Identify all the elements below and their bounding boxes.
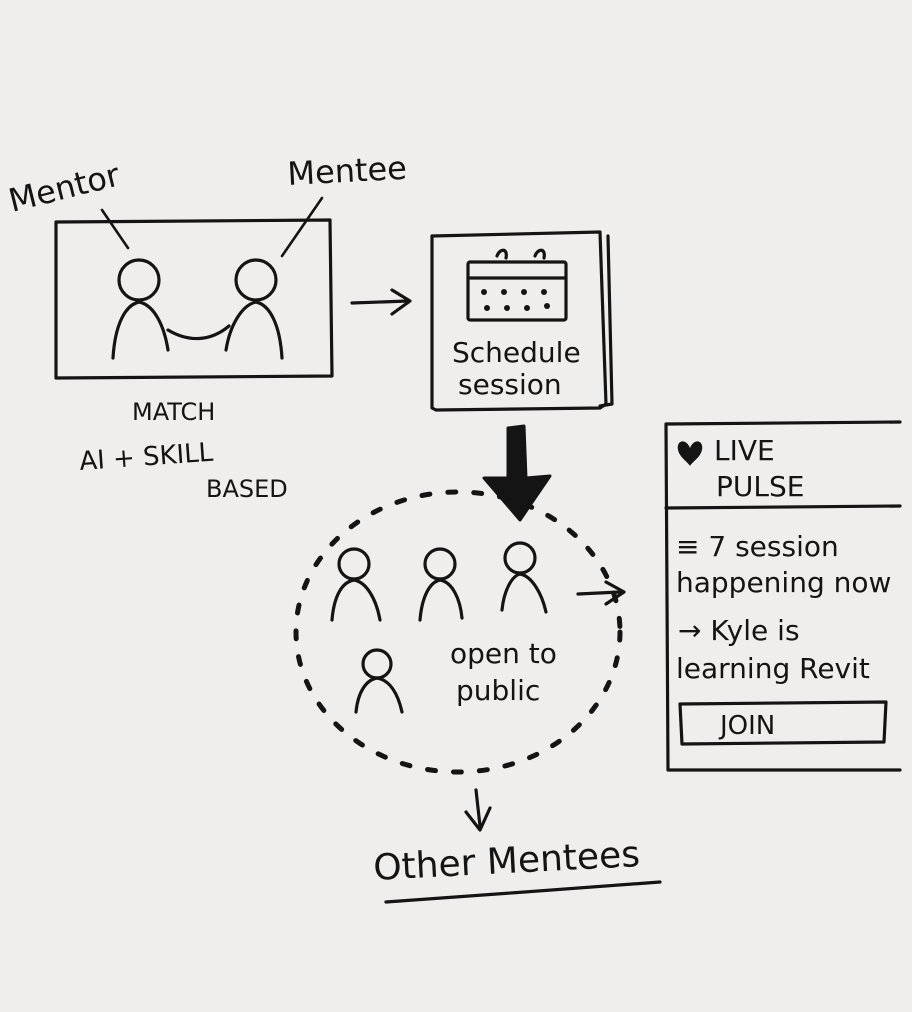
mentor-label: Mentor: [5, 155, 125, 219]
live-pulse-divider: [666, 506, 900, 508]
live-session-count: ≡ 7 session: [676, 530, 839, 563]
live-pulse-title-pulse: PULSE: [716, 470, 804, 503]
calendar-icon: [468, 250, 566, 320]
mentor-figure-icon: [113, 260, 168, 358]
arrow-to-other-mentees: [466, 790, 490, 830]
match-box: Mentor Mentee MATCH AI + SKILL BASED: [5, 149, 408, 503]
schedule-label-session: session: [458, 368, 562, 401]
public-label-public: public: [456, 674, 540, 707]
match-caption: MATCH: [132, 398, 215, 426]
big-down-arrow-icon: [484, 426, 550, 520]
other-mentees-label: Other Mentees: [372, 834, 641, 889]
schedule-label: Schedule: [452, 336, 581, 369]
match-caption-criteria: AI + SKILL: [78, 438, 214, 477]
mentee-figure-icon: [226, 260, 282, 358]
person-icon: [502, 543, 546, 612]
person-icon: [332, 549, 380, 620]
join-button-label[interactable]: JOIN: [718, 711, 775, 741]
public-label: open to: [450, 637, 557, 670]
person-icon: [420, 549, 462, 620]
match-caption-based: BASED: [206, 475, 288, 503]
handshake-connector: [168, 326, 229, 339]
mentor-pointer-line: [102, 210, 128, 248]
person-icon: [356, 650, 402, 712]
schedule-box: Schedule session: [432, 232, 612, 410]
live-session-status: happening now: [676, 566, 891, 599]
live-pulse-panel: LIVE PULSE ≡ 7 session happening now → K…: [666, 422, 900, 770]
public-group: open to public: [296, 492, 620, 772]
mentee-pointer-line: [282, 198, 322, 256]
arrow-to-schedule: [352, 290, 410, 314]
mentee-label: Mentee: [286, 149, 407, 193]
public-group-boundary: [296, 492, 620, 772]
live-pulse-title: LIVE: [714, 434, 775, 467]
join-button[interactable]: JOIN: [680, 702, 886, 744]
live-activity-user: → Kyle is: [678, 614, 800, 647]
live-activity-topic: learning Revit: [676, 652, 870, 685]
heart-icon: [678, 441, 703, 466]
